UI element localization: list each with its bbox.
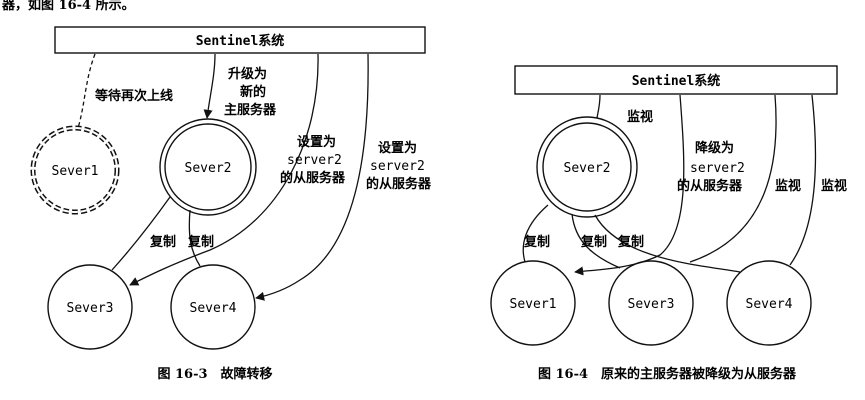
set-slave-arrow-server3: [129, 53, 319, 286]
server3-label-right: Sever3: [628, 297, 675, 312]
sentinel-system-label-right: Sentinel系统: [632, 73, 721, 89]
server1-label: Sever1: [52, 164, 99, 179]
server2-label-right: Sever2: [564, 161, 611, 176]
set-slave-1-line3: 的从服务器: [280, 170, 346, 186]
figure-16-4-caption: 图 16-4 原来的主服务器被降级为从服务器: [538, 366, 797, 382]
replication-line-server4: [188, 209, 201, 267]
monitor-line-server2: [596, 94, 601, 119]
demote-label-line1: 降级为: [695, 140, 734, 156]
figure-16-3-caption: 图 16-3 故障转移: [157, 366, 272, 382]
server4-node: [170, 264, 256, 350]
promote-arrow: [203, 53, 216, 119]
replicate-label-2: 复制: [187, 234, 214, 250]
replication-line-server1: [522, 204, 549, 263]
monitor-label-3: 监视: [821, 178, 847, 194]
replication-line-server4-right: [594, 214, 741, 273]
sentinel-system-box-right: [514, 65, 838, 95]
server2-demoted-node: [536, 116, 638, 218]
set-slave-arrow-server4: [255, 53, 369, 301]
set-slave-2-line2: server2: [370, 159, 425, 174]
server3-node-right: [608, 260, 694, 346]
figure-16-4: Sentinel系统 Sever2 Sever1 Sever3 Sever4 监…: [490, 65, 847, 382]
promote-label-line2: 新的: [240, 84, 266, 100]
replication-line-server3-right: [571, 213, 621, 269]
server2-label: Sever2: [185, 161, 232, 176]
replicate-label-right-2: 复制: [580, 234, 607, 250]
server4-node-right: [726, 260, 812, 346]
promote-label-line1: 升级为: [228, 66, 267, 82]
promote-label-line3: 主服务器: [224, 102, 277, 118]
server3-node: [47, 264, 133, 350]
wait-online-connector: [77, 53, 96, 129]
sentinel-system-box: [54, 26, 426, 54]
server1-node-right: [490, 260, 576, 346]
replication-line-server3: [111, 196, 171, 271]
server4-label-right: Sever4: [746, 297, 793, 312]
monitor-label-2: 监视: [775, 178, 801, 194]
demote-label-line3: 的从服务器: [677, 178, 743, 194]
server4-label: Sever4: [190, 301, 237, 316]
demote-arrow-server1: [574, 94, 685, 276]
server3-label: Sever3: [67, 301, 114, 316]
replicate-label-right-3: 复制: [617, 234, 644, 250]
sentinel-system-label: Sentinel系统: [196, 33, 285, 49]
set-slave-1-line2: server2: [287, 153, 342, 168]
intro-text: 器，如图 16-4 所示。: [1, 0, 135, 13]
replicate-label-right-1: 复制: [523, 234, 550, 250]
wait-online-label: 等待再次上线: [94, 88, 173, 104]
figure-16-3: Sentinel系统 Sever1 Sever2 Sever3 Sever4 等…: [30, 26, 432, 382]
server1-label-right: Sever1: [510, 297, 557, 312]
set-slave-2-line1: 设置为: [378, 140, 417, 156]
server2-new-master-node: [159, 118, 257, 216]
set-slave-1-line1: 设置为: [297, 134, 336, 150]
demote-label-line2: server2: [690, 161, 745, 176]
monitor-line-server3: [689, 94, 777, 263]
set-slave-2-line3: 的从服务器: [366, 176, 432, 192]
monitor-label-1: 监视: [627, 109, 653, 125]
replicate-label-1: 复制: [149, 234, 176, 250]
monitor-line-server4: [789, 94, 817, 266]
